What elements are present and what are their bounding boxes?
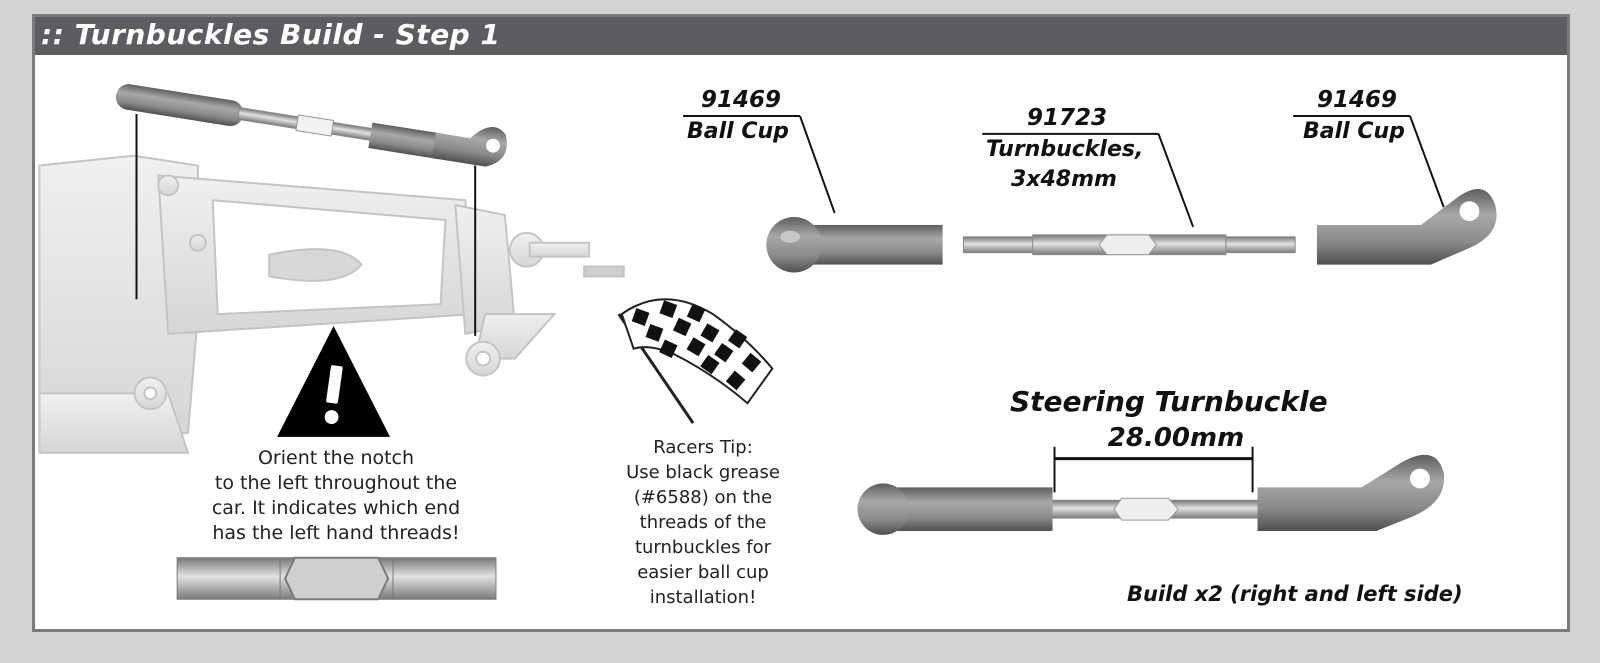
warning-icon xyxy=(277,325,391,437)
step-header: :: Turnbuckles Build - Step 1 xyxy=(35,17,1567,55)
steering-turnbuckle-title: Steering Turnbuckle xyxy=(1010,385,1328,418)
ball-cup-right-illustration xyxy=(1316,188,1497,265)
installed-turnbuckle-illustration xyxy=(115,84,507,167)
part-name-ball-cup-left: Ball Cup xyxy=(687,119,789,144)
part-number-ball-cup-right: 91469 xyxy=(1317,87,1398,113)
part-number-ball-cup-left: 91469 xyxy=(701,87,782,113)
dimension-marker xyxy=(1053,446,1254,493)
racers-tip: Racers Tip: Use black grease (#6588) on … xyxy=(626,437,780,608)
ball-cup-left-illustration xyxy=(766,217,943,273)
turnbuckle-rod-illustration xyxy=(962,234,1296,256)
part-name-ball-cup-right: Ball Cup xyxy=(1303,119,1405,144)
part-number-turnbuckle: 91723 xyxy=(1027,105,1108,131)
step-title: :: Turnbuckles Build - Step 1 xyxy=(41,18,501,51)
notch-closeup-illustration xyxy=(176,556,497,601)
steering-turnbuckle-illustration xyxy=(857,454,1445,535)
checkered-flag-icon xyxy=(617,298,774,424)
build-quantity-note: Build x2 (right and left side) xyxy=(1127,582,1463,606)
parts-illustration xyxy=(38,84,1497,601)
part-name-turnbuckle: Turnbuckles, xyxy=(986,137,1144,162)
suspension-arm-illustration xyxy=(38,154,625,454)
instruction-panel: :: Turnbuckles Build - Step 1 xyxy=(32,14,1570,632)
steering-turnbuckle-length: 28.00mm xyxy=(1107,423,1245,453)
part-size-turnbuckle: 3x48mm xyxy=(1011,167,1117,192)
notch-instruction: Orient the notch to the left throughout … xyxy=(211,447,461,544)
